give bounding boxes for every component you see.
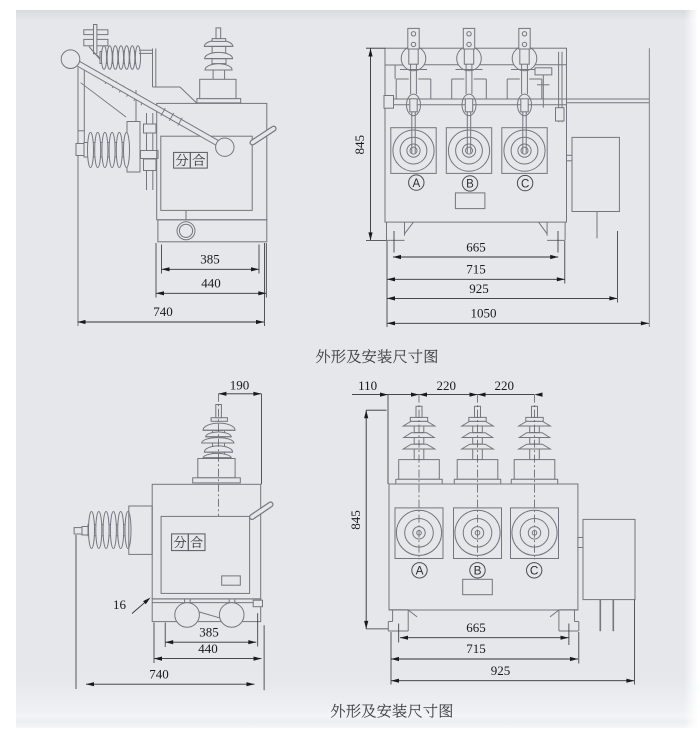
svg-text:A: A <box>412 178 420 190</box>
svg-text:C: C <box>530 564 539 578</box>
svg-text:16: 16 <box>113 597 127 612</box>
svg-text:845: 845 <box>352 135 367 155</box>
svg-text:190: 190 <box>230 377 250 392</box>
svg-text:385: 385 <box>199 624 219 639</box>
svg-text:B: B <box>466 179 474 191</box>
svg-text:845: 845 <box>348 510 363 530</box>
svg-text:740: 740 <box>153 304 173 319</box>
svg-text:220: 220 <box>494 378 514 393</box>
svg-text:220: 220 <box>437 378 457 393</box>
svg-text:385: 385 <box>200 251 220 266</box>
svg-text:925: 925 <box>491 663 511 678</box>
svg-text:715: 715 <box>466 641 486 656</box>
svg-text:715: 715 <box>466 262 486 277</box>
svg-text:665: 665 <box>466 620 486 635</box>
svg-text:1050: 1050 <box>471 306 497 321</box>
svg-text:A: A <box>416 564 424 578</box>
svg-text:C: C <box>521 178 529 190</box>
svg-text:440: 440 <box>198 641 218 656</box>
svg-text:925: 925 <box>469 281 489 296</box>
svg-text:440: 440 <box>201 275 221 290</box>
svg-text:B: B <box>474 564 482 578</box>
svg-text:665: 665 <box>466 239 486 254</box>
svg-text:740: 740 <box>149 666 169 681</box>
svg-text:110: 110 <box>358 378 377 393</box>
